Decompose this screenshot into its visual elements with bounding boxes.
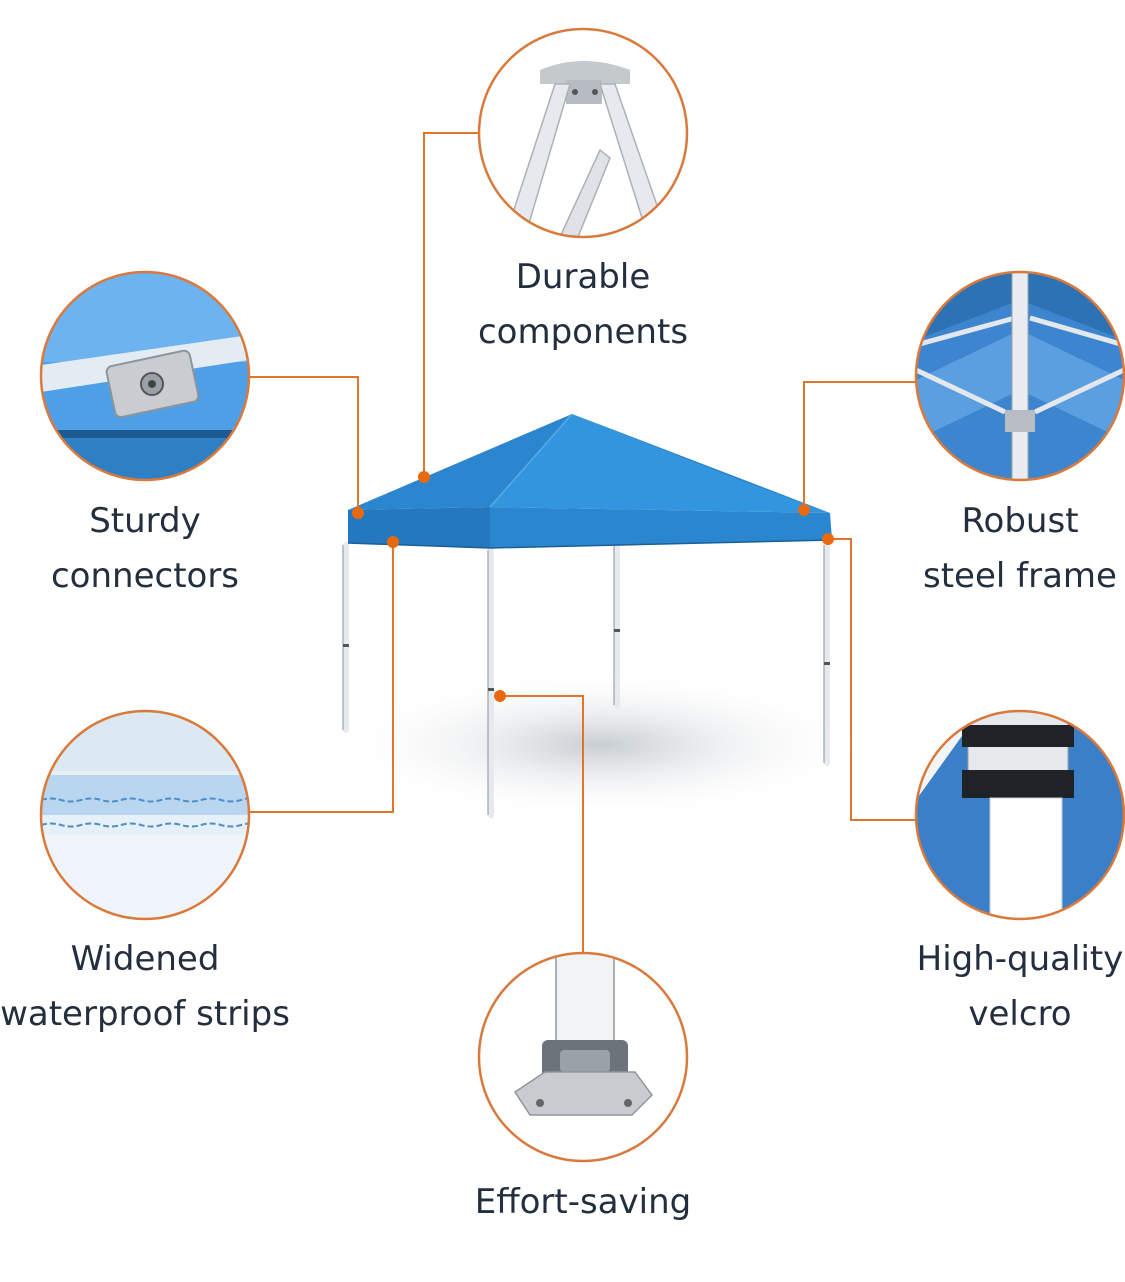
effort-saving-detail-image: [479, 953, 687, 1161]
velcro-circle: [914, 709, 1125, 921]
robust-steel-frame-circle: [914, 270, 1125, 482]
callout-dots: [352, 471, 834, 702]
callout-lines: [249, 132, 916, 953]
durable-components-circle: [477, 27, 689, 239]
caption-effort-saving: Effort-saving: [474, 1182, 692, 1222]
durable-components-detail-image: [479, 29, 687, 237]
velcro-detail-image: [916, 711, 1124, 919]
robust-steel-frame-detail-image: [916, 272, 1124, 480]
waterproof-strips-detail-image: [41, 711, 249, 919]
leg-pins: [343, 629, 830, 691]
effort-saving-circle: [477, 951, 689, 1163]
ground-shadow: [330, 670, 870, 820]
gazebo-canopy: [347, 413, 833, 549]
waterproof-strips-circle: [39, 709, 251, 921]
sturdy-connectors-circle: [39, 270, 251, 482]
gazebo-frame: [343, 542, 830, 818]
